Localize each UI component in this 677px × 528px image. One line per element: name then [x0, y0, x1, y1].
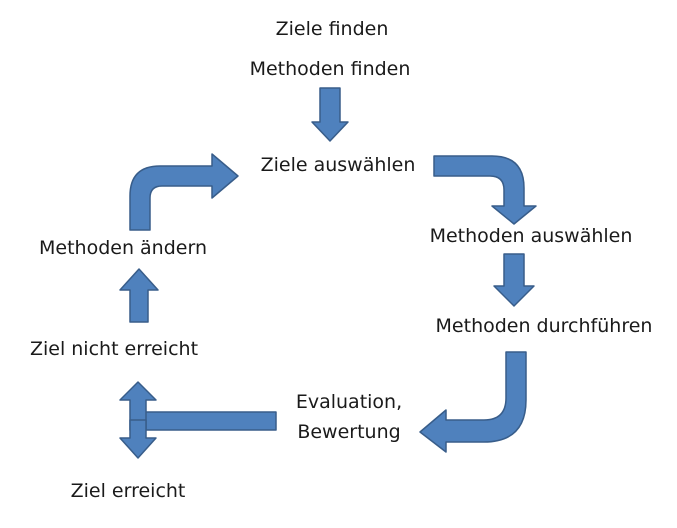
label-ziele-finden: Ziele finden	[275, 18, 389, 40]
arrow-down-icon	[311, 87, 349, 142]
arrow-down-icon	[119, 419, 157, 459]
label-ziele-auswaehlen: Ziele auswählen	[260, 154, 416, 176]
label-ziel-erreicht: Ziel erreicht	[70, 480, 186, 502]
label-methoden-aendern: Methoden ändern	[39, 237, 207, 259]
arrow-down-icon	[493, 253, 535, 307]
label-methoden-finden: Methoden finden	[249, 58, 411, 80]
label-methoden-auswaehlen: Methoden auswählen	[429, 225, 633, 247]
curved-arrow-down-left-icon	[419, 351, 527, 453]
label-evaluation: Evaluation,	[295, 391, 403, 413]
label-bewertung: Bewertung	[297, 421, 401, 443]
bent-arrow-right-down-icon	[433, 155, 537, 225]
arrow-left-shaft-icon	[137, 411, 277, 431]
arrow-up-icon	[119, 268, 159, 323]
label-ziel-nicht-erreicht: Ziel nicht erreicht	[29, 338, 199, 360]
bent-arrow-up-right-icon	[129, 153, 239, 231]
label-methoden-durchfuehren: Methoden durchführen	[435, 315, 653, 337]
